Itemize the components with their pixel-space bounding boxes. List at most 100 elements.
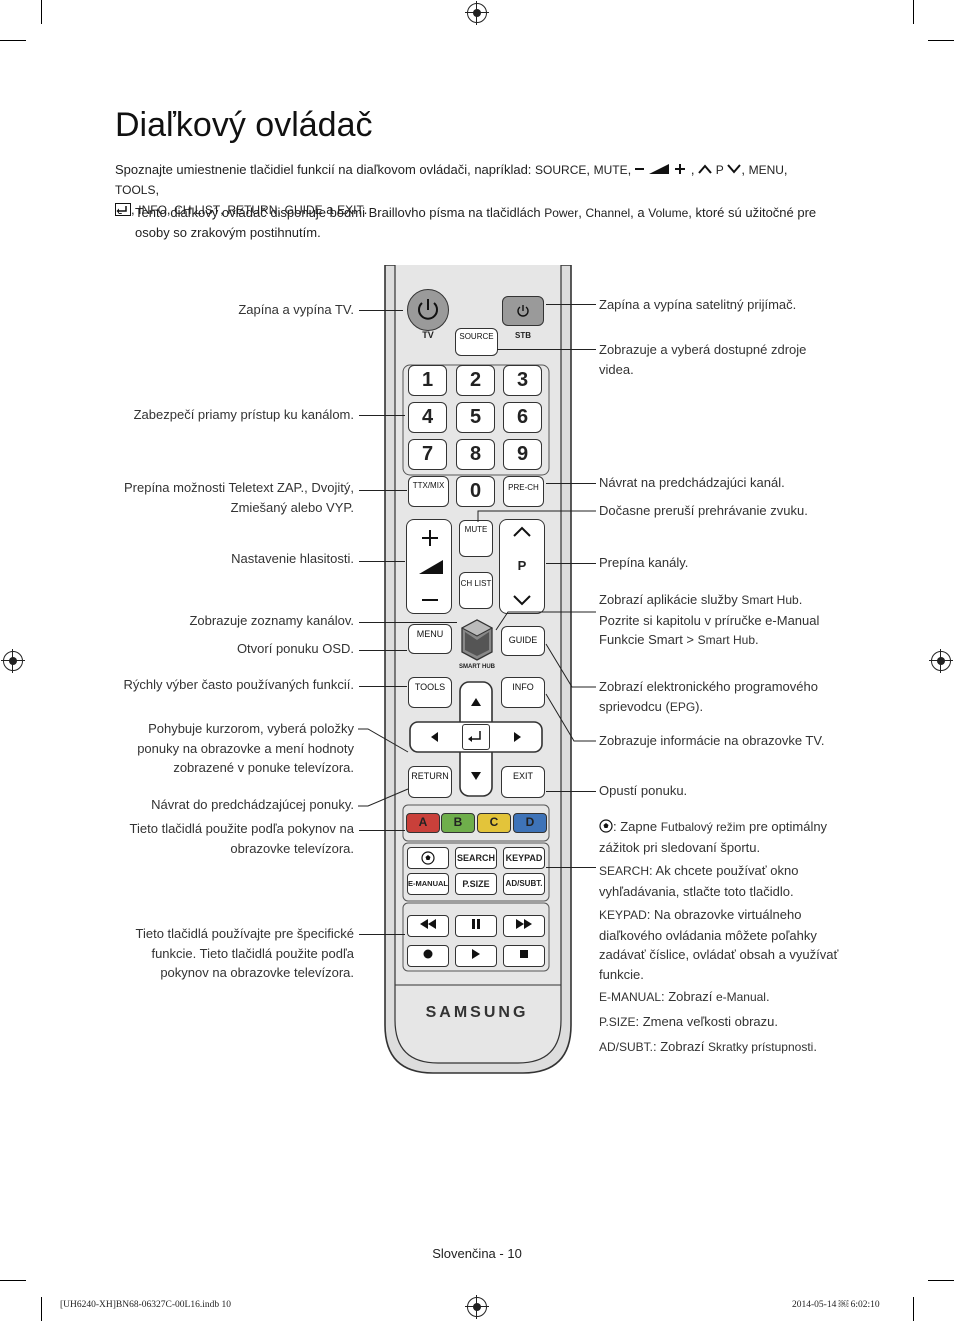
guide-button[interactable]: GUIDE [501,626,545,656]
number-button[interactable]: 5 [456,402,495,433]
number-button[interactable]: 7 [408,439,447,470]
crop-mark [41,1297,42,1321]
label-menu: Otvorí ponuku OSD. [236,641,354,656]
color-button-d[interactable]: D [513,813,547,833]
number-button[interactable]: 0 [456,476,495,507]
arrow-right-icon [514,732,521,742]
color-button-b[interactable]: B [441,813,475,833]
leader-line [359,415,405,416]
mute-button[interactable]: MUTE [459,520,493,557]
key-guide: GUIDE [284,203,323,217]
leader-line [546,791,596,792]
search-button[interactable]: SEARCH [455,847,497,869]
chevron-down-icon [727,164,742,174]
key-exit: EXIT [337,203,364,217]
soccer-ball-icon [599,819,613,833]
channel-p-label: P [517,558,527,573]
label-chlist: Zobrazuje zoznamy kanálov. [189,613,354,628]
intro-paragraph: Spoznajte umiestnenie tlačidiel funkcií … [115,162,788,217]
number-button[interactable]: 8 [456,439,495,470]
pause-button[interactable] [455,915,497,937]
number-button[interactable]: 2 [456,365,495,396]
ch-list-button[interactable]: CH LIST [459,572,493,609]
pre-ch-button[interactable]: PRE-CH [503,476,544,507]
label-mute: Dočasne preruší prehrávanie zvuku. [599,503,808,518]
color-button-c[interactable]: C [477,813,511,833]
fast-forward-icon [516,919,532,929]
e-manual-button[interactable]: E-MANUAL [407,873,449,895]
key-return: RETURN [227,203,278,217]
rewind-button[interactable] [407,915,449,937]
volume-icon [419,530,443,601]
down-arrow-button[interactable] [462,758,490,794]
p-size-button[interactable]: P.SIZE [455,873,497,895]
tools-button[interactable]: TOOLS [408,677,452,708]
play-icon [472,949,480,959]
leader-line [359,561,405,562]
crop-mark [41,0,42,24]
leader-line [495,611,596,631]
smart-hub-label: SMART HUB [459,664,495,670]
number-button[interactable]: 1 [408,365,447,396]
label-ttx: Prepína možnosti Teletext ZAP., Dvojitý,… [123,480,354,515]
leader-line [497,349,596,350]
stop-button[interactable] [503,945,545,967]
keypad-button[interactable]: KEYPAD [503,847,545,869]
number-button[interactable]: 6 [503,402,542,433]
left-arrow-button[interactable] [412,724,458,750]
leader-line [546,304,596,305]
number-button[interactable]: 4 [408,402,447,433]
ttx-mix-button[interactable]: TTX/MIX [408,476,449,507]
leader-line [545,693,596,742]
fast-forward-button[interactable] [503,915,545,937]
key-p: P [715,163,724,177]
ad-subt-button[interactable]: AD/SUBT. [503,873,545,895]
info-button[interactable]: INFO [501,677,545,708]
label-guide: Zobrazí elektronického programového spri… [599,679,818,714]
right-arrow-button[interactable] [494,724,540,750]
label-tools: Rýchly výber často používaných funkcií. [123,677,355,692]
channel-rocker[interactable]: P [499,519,545,614]
smart-hub-button[interactable] [460,618,494,662]
registration-mark-icon [1,649,25,673]
label-channel: Prepína kanály. [599,555,689,570]
label-psize: P.SIZE: Zmena veľkosti obrazu. [599,1014,778,1029]
exit-button[interactable]: EXIT [501,766,545,798]
menu-button[interactable]: MENU [408,624,452,654]
navigation-pad [408,680,545,800]
leader-line [359,830,405,831]
rewind-icon [420,919,436,929]
number-button[interactable]: 3 [503,365,542,396]
crop-mark [0,40,26,41]
channel-arrows-icon [513,526,531,606]
leader-line [545,643,596,688]
leader-line [359,310,403,311]
label-prech: Návrat na predchádzajúci kanál. [599,475,785,490]
stb-power-button[interactable] [502,296,544,326]
leader-line [359,686,407,687]
leader-line [359,490,407,491]
enter-button[interactable] [462,724,490,750]
arrow-down-icon [471,772,481,780]
color-button-a[interactable]: A [406,813,440,833]
tv-power-button[interactable] [407,289,449,331]
smart-hub-cube-icon [460,619,494,661]
enter-icon [468,731,481,742]
source-button[interactable]: SOURCE [455,328,498,356]
key-menu: MENU [748,163,784,177]
play-button[interactable] [455,945,497,967]
crop-mark [928,1280,954,1281]
leader-line [546,563,596,564]
label-exit: Opustí ponuku. [599,783,688,798]
label-volume: Nastavenie hlasitosti. [231,551,354,566]
football-mode-button[interactable] [407,847,449,869]
record-button[interactable] [407,945,449,967]
number-button[interactable]: 9 [503,439,542,470]
registration-mark-icon [929,649,953,673]
power-icon [517,305,529,317]
soccer-ball-icon [421,851,435,865]
crop-mark [0,1280,26,1281]
volume-rocker[interactable] [406,519,452,614]
return-button[interactable]: RETURN [408,766,452,798]
up-arrow-button[interactable] [462,684,490,720]
